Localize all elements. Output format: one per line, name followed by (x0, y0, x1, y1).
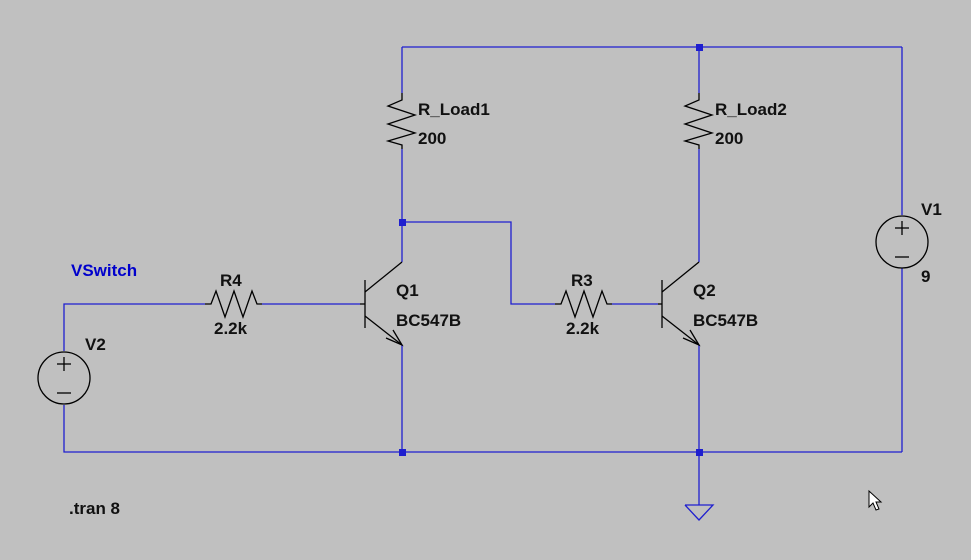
npn-transistor-icon (360, 261, 404, 347)
resistor-r-load1[interactable]: R_Load1 200 (385, 93, 490, 149)
v2-name: V2 (85, 335, 106, 354)
junctions (399, 44, 703, 456)
voltage-source-icon (875, 215, 929, 269)
transistor-q1[interactable]: Q1 BC547B (360, 261, 461, 347)
voltage-source-v1[interactable]: V1 9 (875, 200, 942, 286)
resistor-r3[interactable]: R3 2.2k (555, 271, 612, 338)
junction-dot (399, 219, 406, 226)
resistor-icon (205, 289, 262, 319)
mouse-pointer-icon (868, 489, 883, 511)
v1-value: 9 (921, 267, 930, 286)
r4-name: R4 (220, 271, 242, 290)
r-load2-name: R_Load2 (715, 100, 787, 119)
q1-model: BC547B (396, 311, 461, 330)
r3-value: 2.2k (566, 319, 600, 338)
q2-name: Q2 (693, 281, 716, 300)
voltage-source-icon (37, 351, 91, 405)
resistor-icon (385, 93, 418, 149)
r3-name: R3 (571, 271, 593, 290)
wire-q1c-to-r3[interactable] (402, 221, 555, 305)
wire-v2-to-r4[interactable] (63, 303, 205, 351)
spice-directive[interactable]: .tran 8 (69, 499, 120, 518)
ground-icon (684, 504, 715, 521)
v1-name: V1 (921, 200, 942, 219)
voltage-source-v2[interactable]: V2 (37, 335, 106, 405)
wires[interactable] (63, 46, 903, 505)
junction-dot (399, 449, 406, 456)
npn-transistor-icon (658, 261, 701, 347)
wire-bottom-rail[interactable] (63, 405, 902, 453)
net-label-vswitch[interactable]: VSwitch (71, 261, 137, 280)
r-load2-value: 200 (715, 129, 743, 148)
resistor-r4[interactable]: R4 2.2k (205, 271, 262, 338)
r4-value: 2.2k (214, 319, 248, 338)
transistor-q2[interactable]: Q2 BC547B (658, 261, 758, 347)
q1-name: Q1 (396, 281, 419, 300)
resistor-icon (555, 289, 612, 319)
junction-dot (696, 44, 703, 51)
resistor-icon (682, 93, 715, 149)
r-load1-name: R_Load1 (418, 100, 490, 119)
resistor-r-load2[interactable]: R_Load2 200 (682, 93, 787, 149)
junction-dot (696, 449, 703, 456)
q2-model: BC547B (693, 311, 758, 330)
r-load1-value: 200 (418, 129, 446, 148)
